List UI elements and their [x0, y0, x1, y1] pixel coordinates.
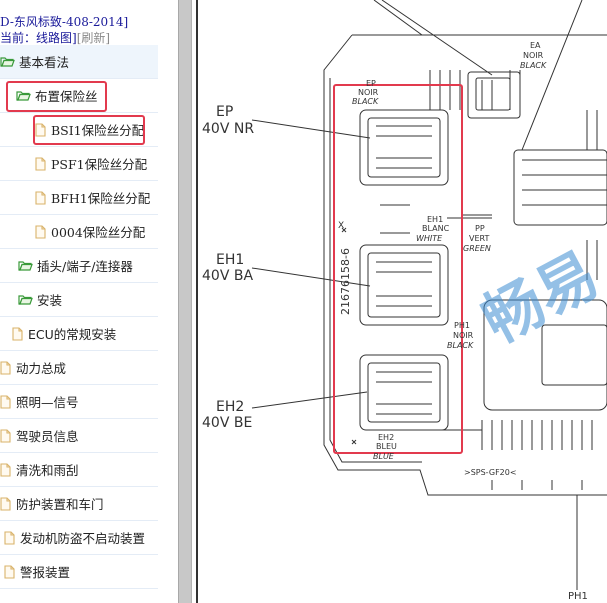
sps-code: >SPS-GF20<: [464, 468, 517, 477]
tree-item-label: 警报装置: [20, 565, 71, 580]
document-icon: [35, 156, 46, 171]
tree-item-label: BFH1保险丝分配: [51, 191, 151, 206]
tag-ep-black: BLACK: [352, 97, 379, 106]
bsi-fusebox-drawing: [251, 0, 607, 590]
tree-item-driver-info[interactable]: 驾驶员信息: [0, 419, 158, 453]
document-icon: [12, 326, 23, 341]
document-icon: [4, 530, 15, 545]
tree-item-0004-fuse[interactable]: 0004保险丝分配: [0, 215, 158, 249]
tree-item-label: 基本看法: [19, 55, 70, 70]
tree-item-fuse-layout[interactable]: 布置保险丝: [0, 79, 158, 113]
frame-border-left: [196, 0, 198, 603]
tree-item-basic-views[interactable]: 基本看法: [0, 45, 158, 79]
tag-eh2-blue: BLUE: [373, 452, 394, 461]
label-ep: EP: [216, 104, 234, 120]
tree-item-bsi1-fuse[interactable]: BSI1保险丝分配: [0, 113, 158, 147]
highlight-fuse-layout: [6, 81, 107, 112]
current-label: 当前：线路图]: [0, 31, 77, 45]
tag-eh1-blanc: BLANC: [422, 224, 450, 233]
tree-item-psf1-fuse[interactable]: PSF1保险丝分配: [0, 147, 158, 181]
tree-item-powertrain[interactable]: 动力总成: [0, 351, 158, 385]
model-title: D-东风标致-408-2014]: [0, 15, 129, 29]
tree-item-label: 照明—信号: [16, 395, 79, 410]
tree-item-ecu-install[interactable]: ECU的常规安装: [0, 317, 158, 351]
tag-ph1-black: BLACK: [447, 341, 474, 350]
document-icon: [35, 122, 46, 137]
tag-pp-green: GREEN: [463, 244, 491, 253]
tree-item-alarm[interactable]: 警报装置: [0, 555, 158, 589]
tree-item-label: 布置保险丝: [35, 89, 98, 104]
refresh-link[interactable]: [刷新]: [76, 31, 111, 45]
tree-item-protection-doors[interactable]: 防护装置和车门: [0, 487, 158, 521]
tree-item-bfh1-fuse[interactable]: BFH1保险丝分配: [0, 181, 158, 215]
document-icon: [0, 394, 11, 409]
current-location: 当前：线路图][刷新]: [0, 30, 178, 46]
tag-ea: EA: [530, 41, 541, 50]
tree-item-label: 清洗和雨刮: [16, 463, 79, 478]
tree-item-installation[interactable]: 安装: [0, 283, 158, 317]
sidebar-header: D-东风标致-408-2014] 当前：线路图][刷新]: [0, 14, 178, 46]
tree-item-label: 0004保险丝分配: [51, 225, 146, 240]
label-eh2-sub: 40V BE: [202, 415, 253, 431]
tag-eh2: EH2: [378, 433, 395, 442]
folder-open-icon: [18, 260, 33, 271]
tag-eh2-bleu: BLEU: [376, 442, 397, 451]
document-icon: [0, 360, 11, 375]
tag-pp-vert: VERT: [469, 234, 490, 243]
tree-item-label: 发动机防盗不启动装置: [20, 531, 146, 546]
tree-item-immobilizer[interactable]: 发动机防盗不启动装置: [0, 521, 158, 555]
label-eh1-sub: 40V BA: [202, 268, 254, 284]
highlight-connectors: [333, 84, 463, 454]
highlight-bsi1-fuse: [33, 115, 145, 145]
label-eh2: EH2: [216, 399, 245, 415]
tree-item-label: BSI1保险丝分配: [51, 123, 145, 138]
tree-item-label: ECU的常规安装: [28, 327, 117, 342]
document-icon: [4, 564, 15, 579]
tag-ea-black: BLACK: [520, 61, 547, 70]
tag-ph1: PH1: [454, 321, 470, 330]
x-mark: X: [338, 221, 345, 231]
tree-item-label: 插头/端子/连接器: [37, 259, 133, 274]
label-eh1: EH1: [216, 252, 245, 268]
tree-item-label: 防护装置和车门: [16, 497, 104, 512]
document-icon: [0, 496, 11, 511]
tag-eh1-white: WHITE: [416, 234, 443, 243]
wiring-diagram-view: EP 40V NR EH1 40V BA EH2 40V BE EP NOIR …: [192, 0, 607, 603]
document-icon: [0, 462, 11, 477]
folder-open-icon: [16, 90, 31, 101]
tag-ep: EP: [366, 79, 376, 88]
tag-eh1: EH1: [427, 215, 444, 224]
document-icon: [0, 428, 11, 443]
tree-item-lighting-signal[interactable]: 照明—信号: [0, 385, 158, 419]
tree-item-label: PSF1保险丝分配: [51, 157, 148, 172]
document-icon: [35, 190, 46, 205]
label-ep-sub: 40V NR: [202, 121, 255, 137]
tree-item-label: 驾驶员信息: [16, 429, 79, 444]
folder-open-icon: [18, 294, 33, 305]
folder-open-icon: [0, 56, 15, 67]
tag-ep-noir: NOIR: [358, 88, 379, 97]
tag-ea-noir: NOIR: [523, 51, 544, 60]
sidebar-tree: D-东风标致-408-2014] 当前：线路图][刷新] 基本看法 布置保险丝 …: [0, 0, 178, 603]
document-icon: [35, 224, 46, 239]
tree-item-label: 动力总成: [16, 361, 67, 376]
tree-item-label: 安装: [37, 293, 63, 308]
tag-pp: PP: [475, 224, 485, 233]
tree-item-connectors[interactable]: 插头/端子/连接器: [0, 249, 158, 283]
part-number: 21676158-6: [339, 248, 352, 315]
bottom-label: PH1: [568, 591, 588, 602]
tree-item-wash-wipe[interactable]: 清洗和雨刮: [0, 453, 158, 487]
pane-splitter[interactable]: [178, 0, 192, 603]
tag-ph1-noir: NOIR: [453, 331, 474, 340]
